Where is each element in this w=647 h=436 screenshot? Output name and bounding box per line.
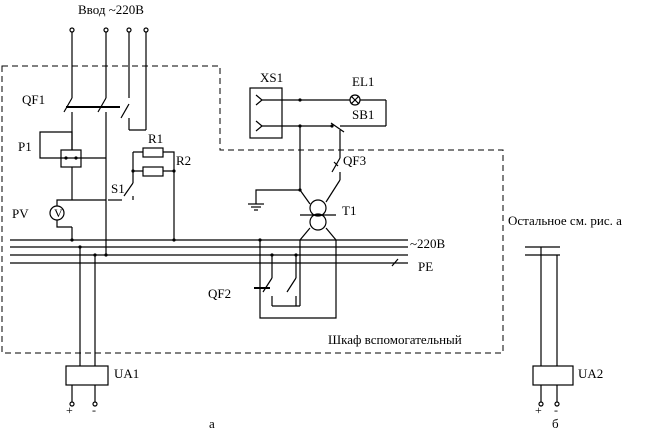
pv-voltmeter: V (49, 199, 106, 240)
pv-symbol: V (54, 206, 63, 220)
caption-b: б (552, 416, 559, 431)
ua1-wires (65, 247, 109, 407)
ua2-label: UA2 (578, 366, 603, 381)
qf3-breaker (248, 126, 341, 211)
t1-transformer (259, 199, 337, 319)
r2-label: R2 (176, 153, 191, 168)
ua2-assembly (525, 246, 574, 407)
sb1-button (300, 122, 386, 133)
ua1-label: UA1 (114, 366, 139, 381)
xs1-label: XS1 (260, 70, 283, 85)
qf3-label: QF3 (343, 153, 366, 168)
r1-label: R1 (148, 131, 163, 146)
p1-label: P1 (18, 139, 32, 154)
ua1-plus: + (66, 403, 73, 417)
input-label: Ввод ~220В (78, 2, 144, 17)
qf2-breaker (254, 253, 300, 307)
cabinet-outline (1, 65, 504, 354)
qf1-breaker (63, 97, 146, 255)
cabinet-label: Шкаф вспомогательный (328, 332, 462, 347)
qf1-label: QF1 (22, 92, 45, 107)
s1-switch (108, 182, 134, 201)
xs1-socket (249, 87, 302, 139)
buses (10, 238, 408, 267)
pv-label: PV (12, 206, 29, 221)
input-terminals (69, 27, 149, 130)
ua2-minus: - (554, 403, 558, 417)
ua2-plus: + (535, 403, 542, 417)
ua1-minus: - (92, 403, 96, 417)
resistors (131, 147, 176, 240)
p1-relay (39, 131, 106, 200)
rest-note: Остальное см. рис. а (508, 213, 622, 228)
sb1-label: SB1 (352, 107, 374, 122)
bus-220-label: ~220В (410, 236, 446, 251)
qf2-label: QF2 (208, 286, 231, 301)
t1-label: T1 (342, 203, 356, 218)
bus-pe-label: PE (418, 259, 433, 274)
el1-label: EL1 (352, 74, 374, 89)
caption-a: а (209, 416, 215, 431)
el1-lamp (300, 94, 387, 126)
s1-label: S1 (111, 181, 125, 196)
